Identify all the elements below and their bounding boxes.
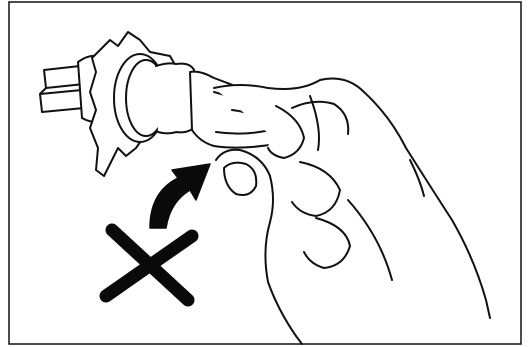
illustration-canvas xyxy=(0,0,529,347)
bulb-handling-warning-figure xyxy=(0,0,529,347)
